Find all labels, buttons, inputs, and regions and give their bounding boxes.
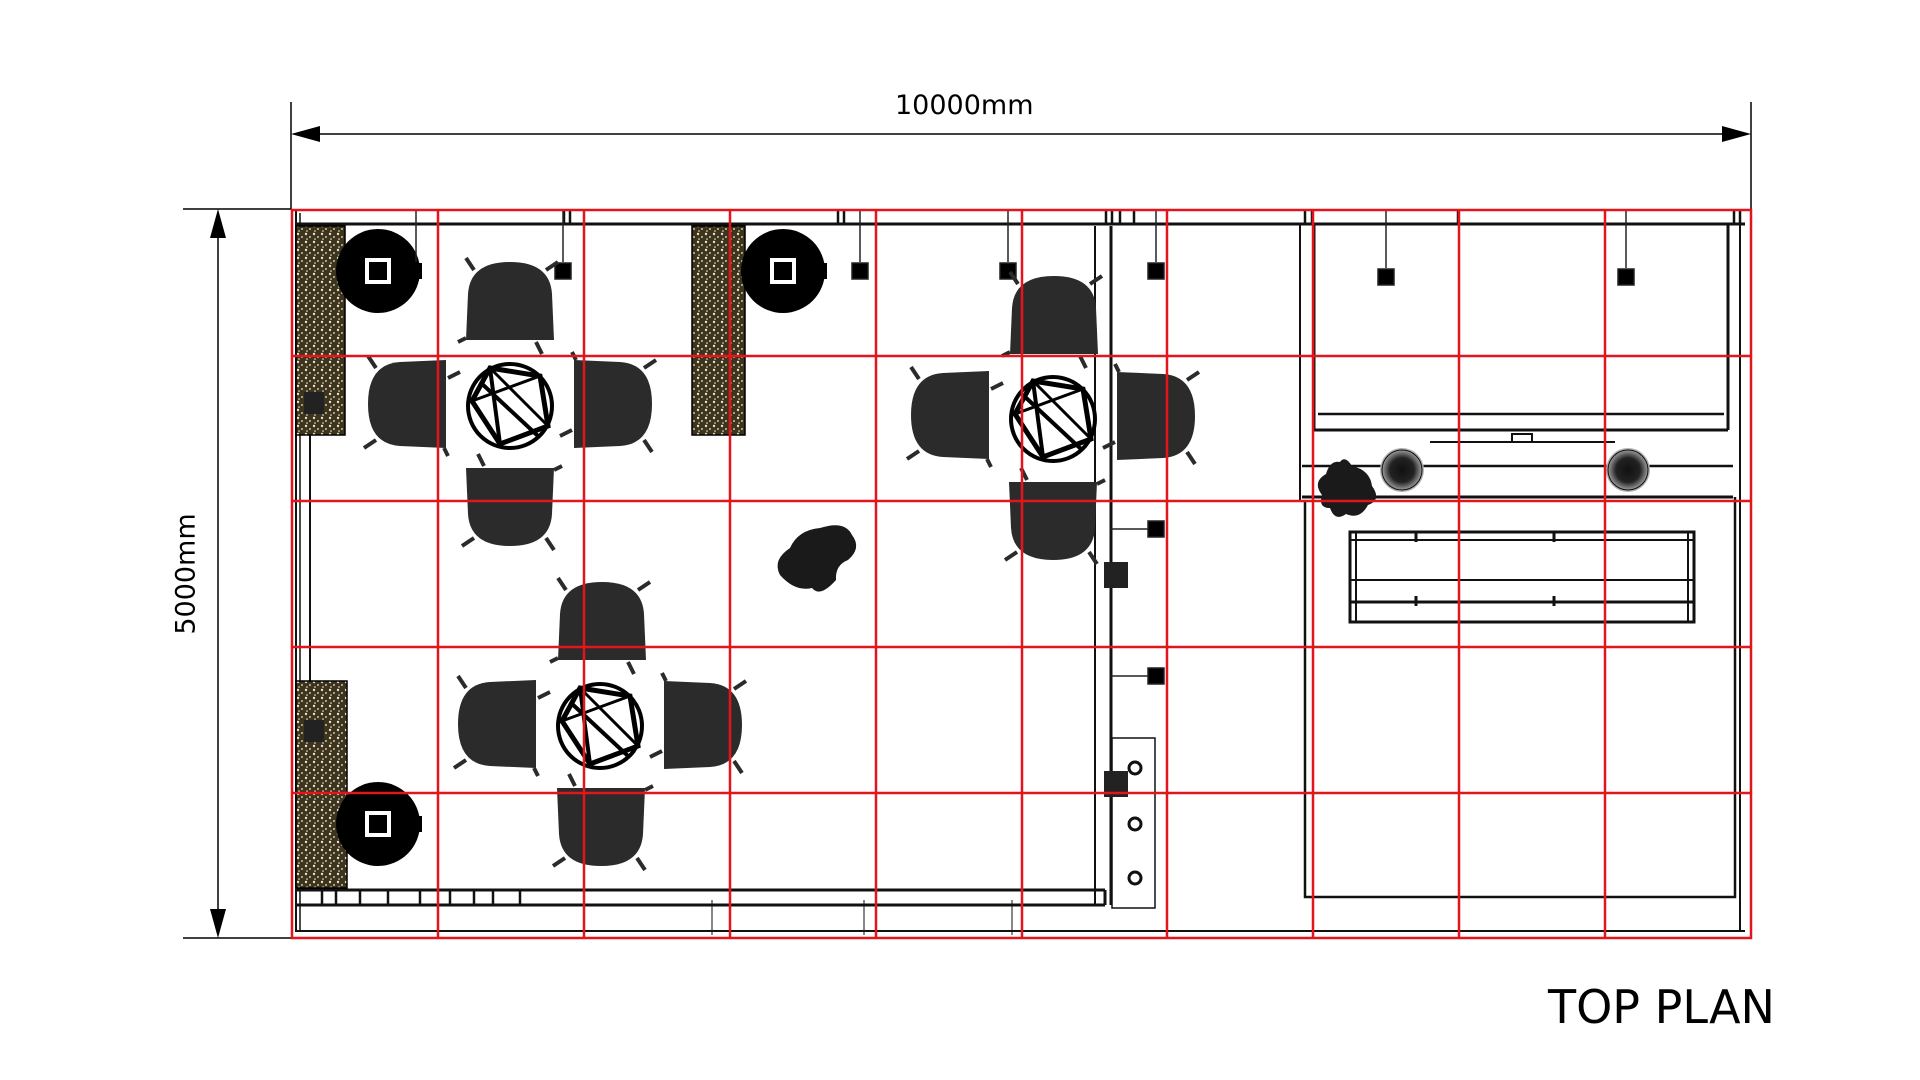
sofa <box>1348 530 1696 624</box>
measurement-grid <box>290 208 1753 940</box>
lounge-group-2 <box>905 270 1201 566</box>
speakers <box>1380 448 1650 492</box>
planter-left-bottom <box>295 680 348 889</box>
drawing-title: TOP PLAN <box>1548 980 1775 1034</box>
round-black-tables <box>334 227 829 868</box>
planter-strips <box>295 225 746 889</box>
dimension-depth <box>183 208 291 939</box>
depth-dimension-label: 5000mm <box>170 513 202 635</box>
dimension-width <box>290 102 1752 209</box>
plants <box>777 459 1377 592</box>
width-dimension-label: 10000mm <box>895 90 1034 121</box>
planter-center <box>691 225 746 436</box>
lounge-group-1 <box>362 256 658 552</box>
lounge-group-3 <box>452 576 748 872</box>
